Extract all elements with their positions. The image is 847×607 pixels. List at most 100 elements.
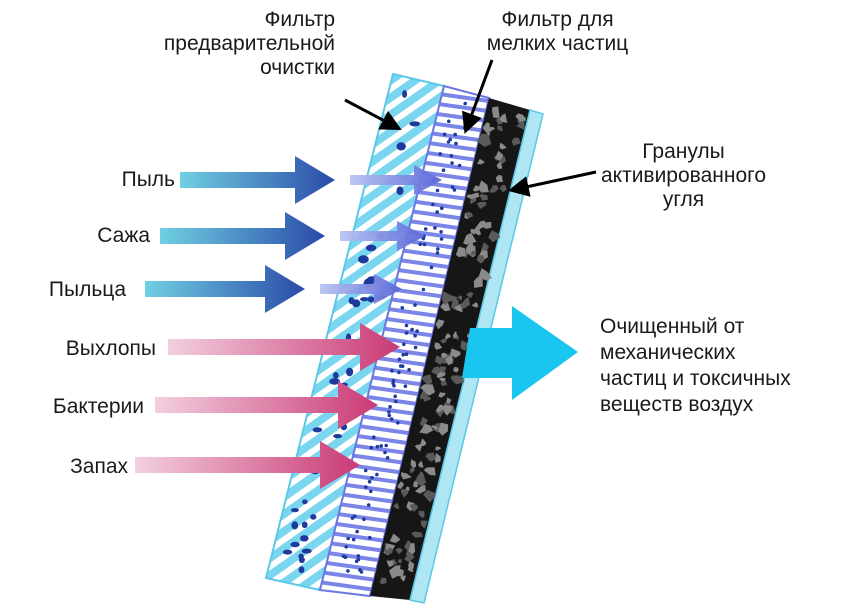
fine-particle [346, 536, 351, 541]
prefilter-particle [409, 121, 421, 127]
carbon-granule [445, 333, 452, 340]
carbon-granule [389, 533, 401, 543]
fine-particle [413, 333, 417, 338]
prefilter-particle [298, 566, 305, 574]
arrow-pollen [145, 265, 305, 313]
prefilter-particle [402, 90, 408, 98]
carbon-granule [423, 490, 436, 503]
fine-particle [415, 329, 419, 333]
fine-particle [396, 421, 400, 425]
prefilter-particle [301, 548, 312, 554]
prefilter-particle [282, 549, 293, 555]
carbon-granule [496, 162, 503, 169]
fine-particle [346, 569, 350, 573]
prefilter-label: Фильтр предварительной очистки [163, 8, 335, 79]
fine-particle [375, 444, 380, 449]
carbon-granule [413, 481, 418, 488]
carbon-granule [459, 297, 470, 309]
fine-particle [452, 188, 457, 192]
carbon-granule [414, 484, 426, 494]
carbon-granule [440, 338, 447, 344]
carbon-granule [471, 302, 479, 308]
fine-particle [366, 503, 371, 507]
arrow-pollen-inner [320, 274, 402, 304]
fine-particle [441, 168, 446, 172]
carbon-granule [470, 250, 476, 256]
carbon-granule [440, 380, 448, 387]
fine-particle [400, 306, 405, 310]
carbon-granule [465, 211, 474, 219]
carbon-granule [511, 137, 521, 146]
fine-particle [390, 369, 394, 373]
carbon-granule [488, 230, 501, 243]
carbon-granule [497, 125, 503, 132]
fine-particle [421, 287, 426, 292]
carbon-granule [400, 488, 409, 498]
fine-particle [436, 247, 440, 251]
fine-particle [404, 352, 409, 357]
carbon-granule [441, 404, 453, 416]
carbon-granule [395, 567, 404, 577]
carbon-granule [430, 425, 439, 430]
carbon-granule [450, 375, 460, 383]
carbon-granule [452, 366, 459, 373]
carbon-granule [407, 566, 414, 572]
carbon-granule [441, 291, 453, 306]
carbon-granule [460, 340, 469, 352]
carbon-granule [420, 384, 436, 396]
fine-particle [404, 331, 409, 335]
fine-particle [375, 472, 379, 477]
fine-particle [387, 410, 391, 414]
carbon-granule [439, 377, 446, 382]
fine-filter-label: Фильтр для мелких частиц [486, 8, 629, 55]
prefilter-particle [332, 372, 339, 379]
fine-particle [398, 364, 403, 368]
fine-particle [418, 242, 423, 247]
fine-particle [423, 227, 428, 231]
prefilter-particle [300, 535, 309, 542]
fine-particle [413, 345, 418, 350]
fine-particle [364, 485, 368, 489]
carbon-granule [479, 193, 488, 201]
prefilter-particle [312, 427, 323, 433]
carbon-granule [397, 481, 404, 490]
carbon-granule [418, 510, 425, 518]
prefilter-particle [302, 499, 308, 505]
input-label-pollen: Пыльца [48, 278, 126, 301]
prefilter-particle [396, 186, 404, 195]
fine-particle [447, 119, 451, 124]
fine-particle [440, 206, 444, 210]
output-arrow [462, 306, 578, 400]
carbon-granule [477, 158, 485, 165]
fine-particle [435, 251, 440, 255]
carbon-granule [400, 575, 406, 582]
prefilter-particle [291, 521, 299, 530]
carbon-granule [489, 185, 499, 193]
fine-particle [351, 537, 356, 542]
fine-particle [356, 554, 361, 558]
carbon-granule [420, 520, 428, 529]
fine-particle [350, 516, 355, 520]
fine-particle [394, 399, 398, 404]
carbon-granule [394, 565, 401, 571]
fine-particle [379, 444, 384, 448]
carbon-granule [419, 423, 434, 434]
carbon-granule [476, 133, 492, 147]
fine-particle [370, 476, 374, 480]
input-label-odor: Запах [70, 455, 128, 478]
carbon-granule [499, 113, 508, 123]
prefilter-particle [348, 297, 355, 305]
fine-particle [369, 445, 374, 450]
fine-particle [439, 230, 443, 234]
fine-particle [392, 383, 396, 388]
fine-particle [344, 545, 349, 549]
carbon-granule [445, 354, 453, 366]
carbon-granule [455, 246, 466, 258]
prefilter-particle [333, 434, 342, 439]
fine-particle [403, 384, 408, 389]
fine-particle [383, 450, 387, 455]
carbon-label: Гранулы активированного угля [600, 140, 767, 211]
fine-particle [387, 413, 392, 418]
carbon-granule [435, 446, 442, 451]
